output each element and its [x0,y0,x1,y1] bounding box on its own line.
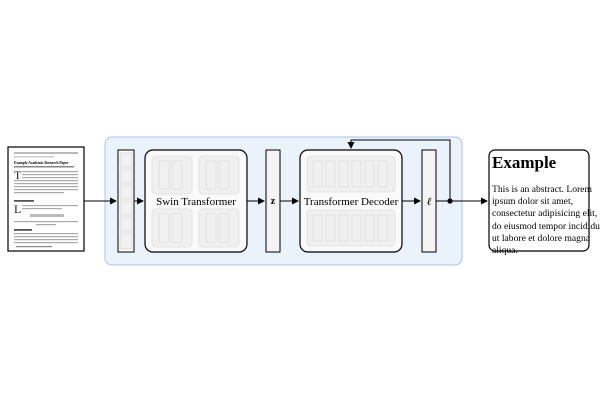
input-document-title: Example Academic Research Paper [14,161,69,165]
output-title: Example [492,153,557,172]
encoder-block: Swin Transformer [144,149,248,253]
svg-text:L: L [14,202,21,216]
feedback-arrow [347,139,451,201]
latent-symbol: z [271,196,276,207]
output-body: This is an abstract. Lorem ipsum dolor s… [492,184,600,257]
logits-symbol: ℓ [427,196,432,208]
encoder-label: Swin Transformer [156,196,236,208]
logits-block: ℓ [421,149,437,253]
output-box [488,149,590,252]
latent-block: z [265,149,281,253]
svg-text:T: T [14,168,22,182]
decoder-block: Transformer Decoder [299,149,403,253]
image-patches [117,149,135,253]
decoder-label: Transformer Decoder [304,196,399,208]
input-document: Example Academic Research Paper T L [7,146,85,252]
